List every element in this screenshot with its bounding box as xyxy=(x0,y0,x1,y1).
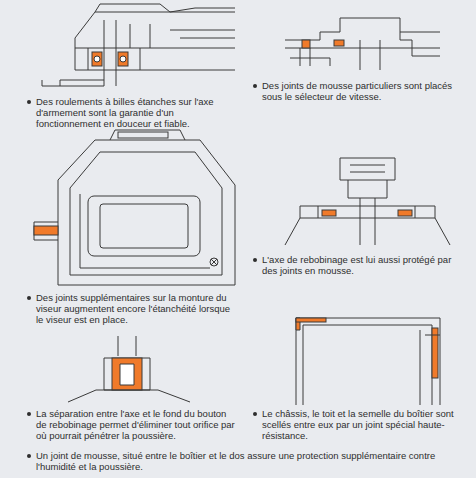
drawing-stroke xyxy=(348,180,387,198)
drawing-stroke xyxy=(95,4,170,12)
drawing-stroke xyxy=(94,56,100,62)
caption-text: Le châssis, le toit et la semelle du boî… xyxy=(262,408,462,441)
drawing-stroke xyxy=(118,52,128,66)
drawing-stroke xyxy=(300,40,380,70)
bullet-dot xyxy=(27,100,31,104)
drawing-stroke xyxy=(400,32,412,40)
drawing-stroke xyxy=(398,210,412,216)
drawing-stroke xyxy=(88,196,200,256)
drawing-stroke xyxy=(334,40,344,46)
drawing-stroke xyxy=(285,218,450,245)
drawing-stroke xyxy=(88,48,140,70)
drawing-stroke xyxy=(296,318,297,405)
drawing-stroke xyxy=(211,259,217,265)
drawing-stroke xyxy=(58,140,235,285)
drawing-stroke xyxy=(340,158,395,180)
drawing-stroke xyxy=(68,390,190,402)
caption-text: L'axe de rebobinage est lui aussi protég… xyxy=(262,254,462,276)
drawing-stroke xyxy=(75,38,235,70)
caption-text: Des joints supplémentaires sur la montur… xyxy=(36,292,232,325)
bullet-dot xyxy=(253,412,257,416)
drawing-stroke xyxy=(120,364,134,385)
bullet-dot xyxy=(27,412,31,416)
drawing-stroke xyxy=(112,358,142,390)
drawing-stroke xyxy=(360,198,375,245)
bullet-dot xyxy=(27,296,31,300)
drawing-stroke xyxy=(296,318,326,322)
caption-text: La séparation entre l'axe et le fond du … xyxy=(36,408,236,441)
speed-selector-illustration xyxy=(285,18,440,70)
rewind-shaft-illustration xyxy=(285,158,450,245)
bullet-dot xyxy=(253,84,257,88)
drawing-stroke xyxy=(340,18,440,32)
drawing-stroke xyxy=(170,30,235,38)
drawing-stroke xyxy=(104,20,116,86)
drawing-stroke xyxy=(322,210,336,216)
drawing-stroke xyxy=(100,204,188,248)
drawing-stroke xyxy=(303,325,432,405)
drawing-stroke xyxy=(118,336,136,356)
drawing-stroke xyxy=(120,56,126,62)
drawing-stroke xyxy=(75,12,235,38)
drawing-stroke xyxy=(118,132,168,138)
bullet-dot xyxy=(27,454,31,458)
drawing-stroke xyxy=(420,330,440,405)
drawing-stroke xyxy=(80,194,210,268)
drawing-stroke xyxy=(34,222,58,240)
drawing-stroke xyxy=(303,325,304,405)
caption-text: Un joint de mousse, situé entre le boîti… xyxy=(36,450,468,472)
drawing-stroke xyxy=(290,58,330,66)
finder-mount-illustration xyxy=(34,130,235,285)
bullet-dot xyxy=(253,258,257,262)
drawing-stroke xyxy=(285,18,340,40)
drawing-stroke xyxy=(92,52,102,66)
drawing-stroke xyxy=(412,40,440,56)
caption-text: Des roulements à billes étanches sur l'a… xyxy=(36,96,232,129)
drawing-stroke xyxy=(210,258,218,266)
drawing-stroke xyxy=(58,285,235,286)
drawing-stroke xyxy=(300,206,435,218)
drawing-stroke xyxy=(58,230,59,285)
drawing-stroke xyxy=(34,226,58,235)
drawing-stroke xyxy=(110,130,185,140)
drawing-stroke xyxy=(318,206,415,218)
drawing-stroke xyxy=(130,24,150,48)
drawing-stroke xyxy=(302,40,310,48)
cocking-shaft-illustration xyxy=(42,4,235,86)
drawing-stroke xyxy=(42,80,60,86)
drawing-stroke xyxy=(70,152,222,275)
caption-text: Des joints de mousse particuliers sont p… xyxy=(262,80,462,102)
drawing-stroke xyxy=(75,48,235,49)
drawing-stroke xyxy=(60,80,104,86)
drawing-stroke xyxy=(296,318,440,405)
drawing-stroke xyxy=(104,358,150,390)
rewind-knob-illustration xyxy=(68,336,190,402)
body-chassis-illustration xyxy=(296,318,440,405)
drawing-stroke xyxy=(170,8,235,12)
drawing-stroke xyxy=(350,165,385,172)
